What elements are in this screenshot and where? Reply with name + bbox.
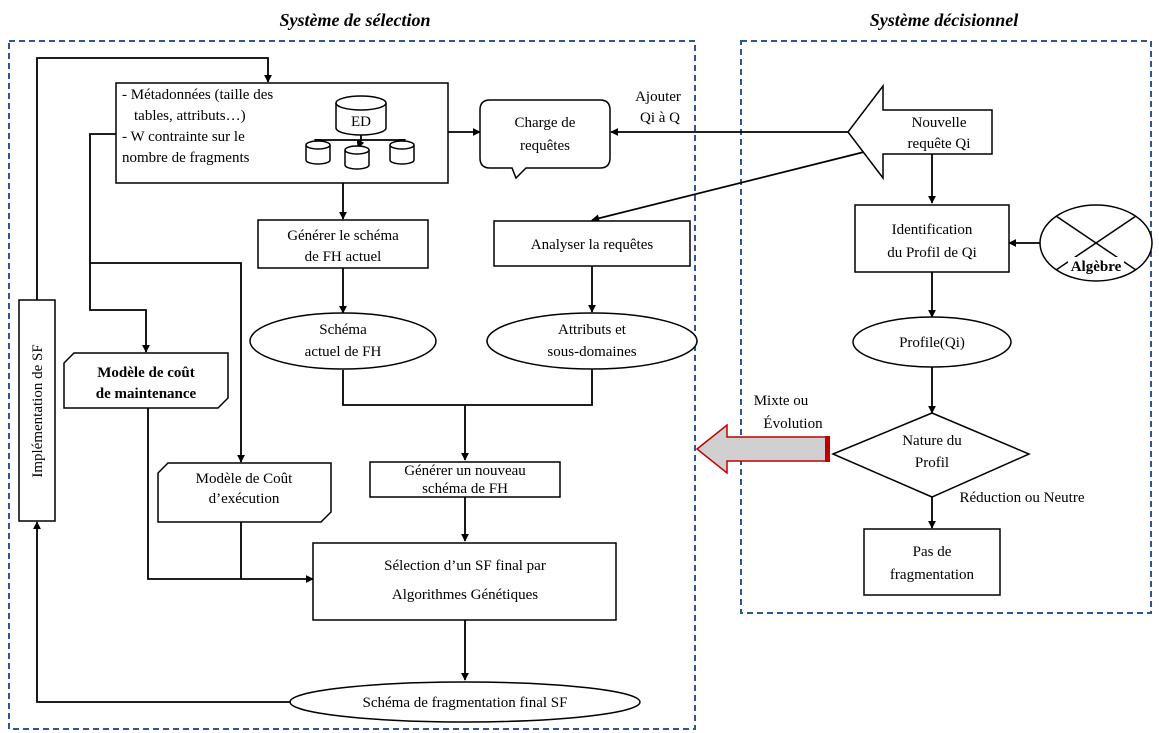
fragment-database-icon xyxy=(305,140,331,165)
fragment-database-icon xyxy=(344,145,370,170)
exec-cost-line-2: d’exécution xyxy=(209,491,280,507)
gen-current-line-2: de FH actuel xyxy=(305,249,382,265)
attributes-line-2: sous-domaines xyxy=(547,344,636,360)
final-selection-line-1: Sélection d’un SF final par xyxy=(384,558,546,574)
decision-system-region xyxy=(740,40,1152,614)
maintenance-cost-model-node: Modèle de coût de maintenance xyxy=(63,352,229,409)
mixed-line-2: Évolution xyxy=(763,415,823,432)
maint-cost-line-2: de maintenance xyxy=(96,386,197,402)
warehouse-database-icon: ED xyxy=(335,95,387,136)
connectors xyxy=(33,57,1040,703)
identification-node: Identification du Profil de Qi xyxy=(854,204,1010,273)
implementation-node: Implémentation de SF xyxy=(18,299,56,522)
final-selection-node: Sélection d’un SF final par Algorithmes … xyxy=(312,542,617,621)
decision-system-title: Système décisionnel xyxy=(870,10,1018,30)
metadata-line-4: nombre de fragments xyxy=(122,150,250,166)
no-frag-line-2: fragmentation xyxy=(890,567,975,583)
nature-line-1: Nature du xyxy=(902,433,962,449)
final-schema-node: Schéma de fragmentation final SF xyxy=(289,681,641,723)
metadata-line-2: tables, attributs…) xyxy=(134,108,246,124)
current-schema-line-1: Schéma xyxy=(319,322,367,338)
no-frag-line-1: Pas de xyxy=(913,544,952,560)
attributes-line-1: Attributs et xyxy=(558,322,627,338)
new-query-line-1: Nouvelle xyxy=(912,115,967,131)
new-query-line-2: requête Qi xyxy=(908,136,971,152)
metadata-node: - Métadonnées (taille des tables, attrib… xyxy=(115,82,449,184)
generate-current-schema-node: Générer le schéma de FH actuel xyxy=(257,219,429,269)
exec-cost-line-1: Modèle de Coût xyxy=(196,471,293,487)
selection-system-region xyxy=(8,40,696,730)
maint-cost-line-1: Modèle de coût xyxy=(97,365,194,381)
analyze-queries-node: Analyser la requêtes xyxy=(493,220,691,267)
algebra-node: Algèbre xyxy=(1039,204,1153,282)
profile-node: Profile(Qi) xyxy=(852,316,1012,368)
new-schema-line-2: schéma de FH xyxy=(422,481,508,497)
workload-line-1: Charge de xyxy=(515,115,576,131)
generate-new-schema-node: Générer un nouveau schéma de FH xyxy=(369,461,561,498)
new-query-node: Nouvelle requête Qi xyxy=(847,83,993,181)
metadata-line-1: - Métadonnées (taille des xyxy=(122,87,273,103)
new-schema-line-1: Générer un nouveau xyxy=(404,463,526,479)
workload-line-2: requêtes xyxy=(520,138,570,154)
add-query-line-2: Qi à Q xyxy=(640,110,680,126)
fragment-database-icon xyxy=(389,140,415,165)
evolution-arrow xyxy=(695,423,830,475)
current-schema-node: Schéma actuel de FH xyxy=(249,312,437,370)
identification-line-2: du Profil de Qi xyxy=(887,245,977,261)
nature-line-2: Profil xyxy=(915,455,949,471)
add-query-line-1: Ajouter xyxy=(635,89,681,105)
attributes-node: Attributs et sous-domaines xyxy=(486,312,698,370)
mixed-line-1: Mixte ou xyxy=(754,393,809,409)
profile-nature-decision: Nature du Profil xyxy=(831,412,1031,498)
reduction-label: Réduction ou Neutre xyxy=(960,490,1085,506)
implementation-label: Implémentation de SF xyxy=(30,344,46,477)
final-schema-label: Schéma de fragmentation final SF xyxy=(363,695,568,711)
db-label: ED xyxy=(351,114,371,130)
current-schema-line-2: actuel de FH xyxy=(305,344,382,360)
profile-label: Profile(Qi) xyxy=(899,335,965,351)
identification-line-1: Identification xyxy=(892,222,973,238)
selection-system-title: Système de sélection xyxy=(280,10,431,30)
final-selection-line-2: Algorithmes Génétiques xyxy=(392,587,538,603)
execution-cost-model-node: Modèle de Coût d’exécution xyxy=(157,462,332,523)
analyze-line-1: Analyser la requêtes xyxy=(531,237,654,253)
metadata-line-3: - W contrainte sur le xyxy=(122,129,245,145)
no-fragmentation-node: Pas de fragmentation xyxy=(863,528,1001,596)
workload-node: Charge de requêtes xyxy=(479,99,611,180)
algebra-label: Algèbre xyxy=(1071,259,1122,275)
gen-current-line-1: Générer le schéma xyxy=(287,228,399,244)
